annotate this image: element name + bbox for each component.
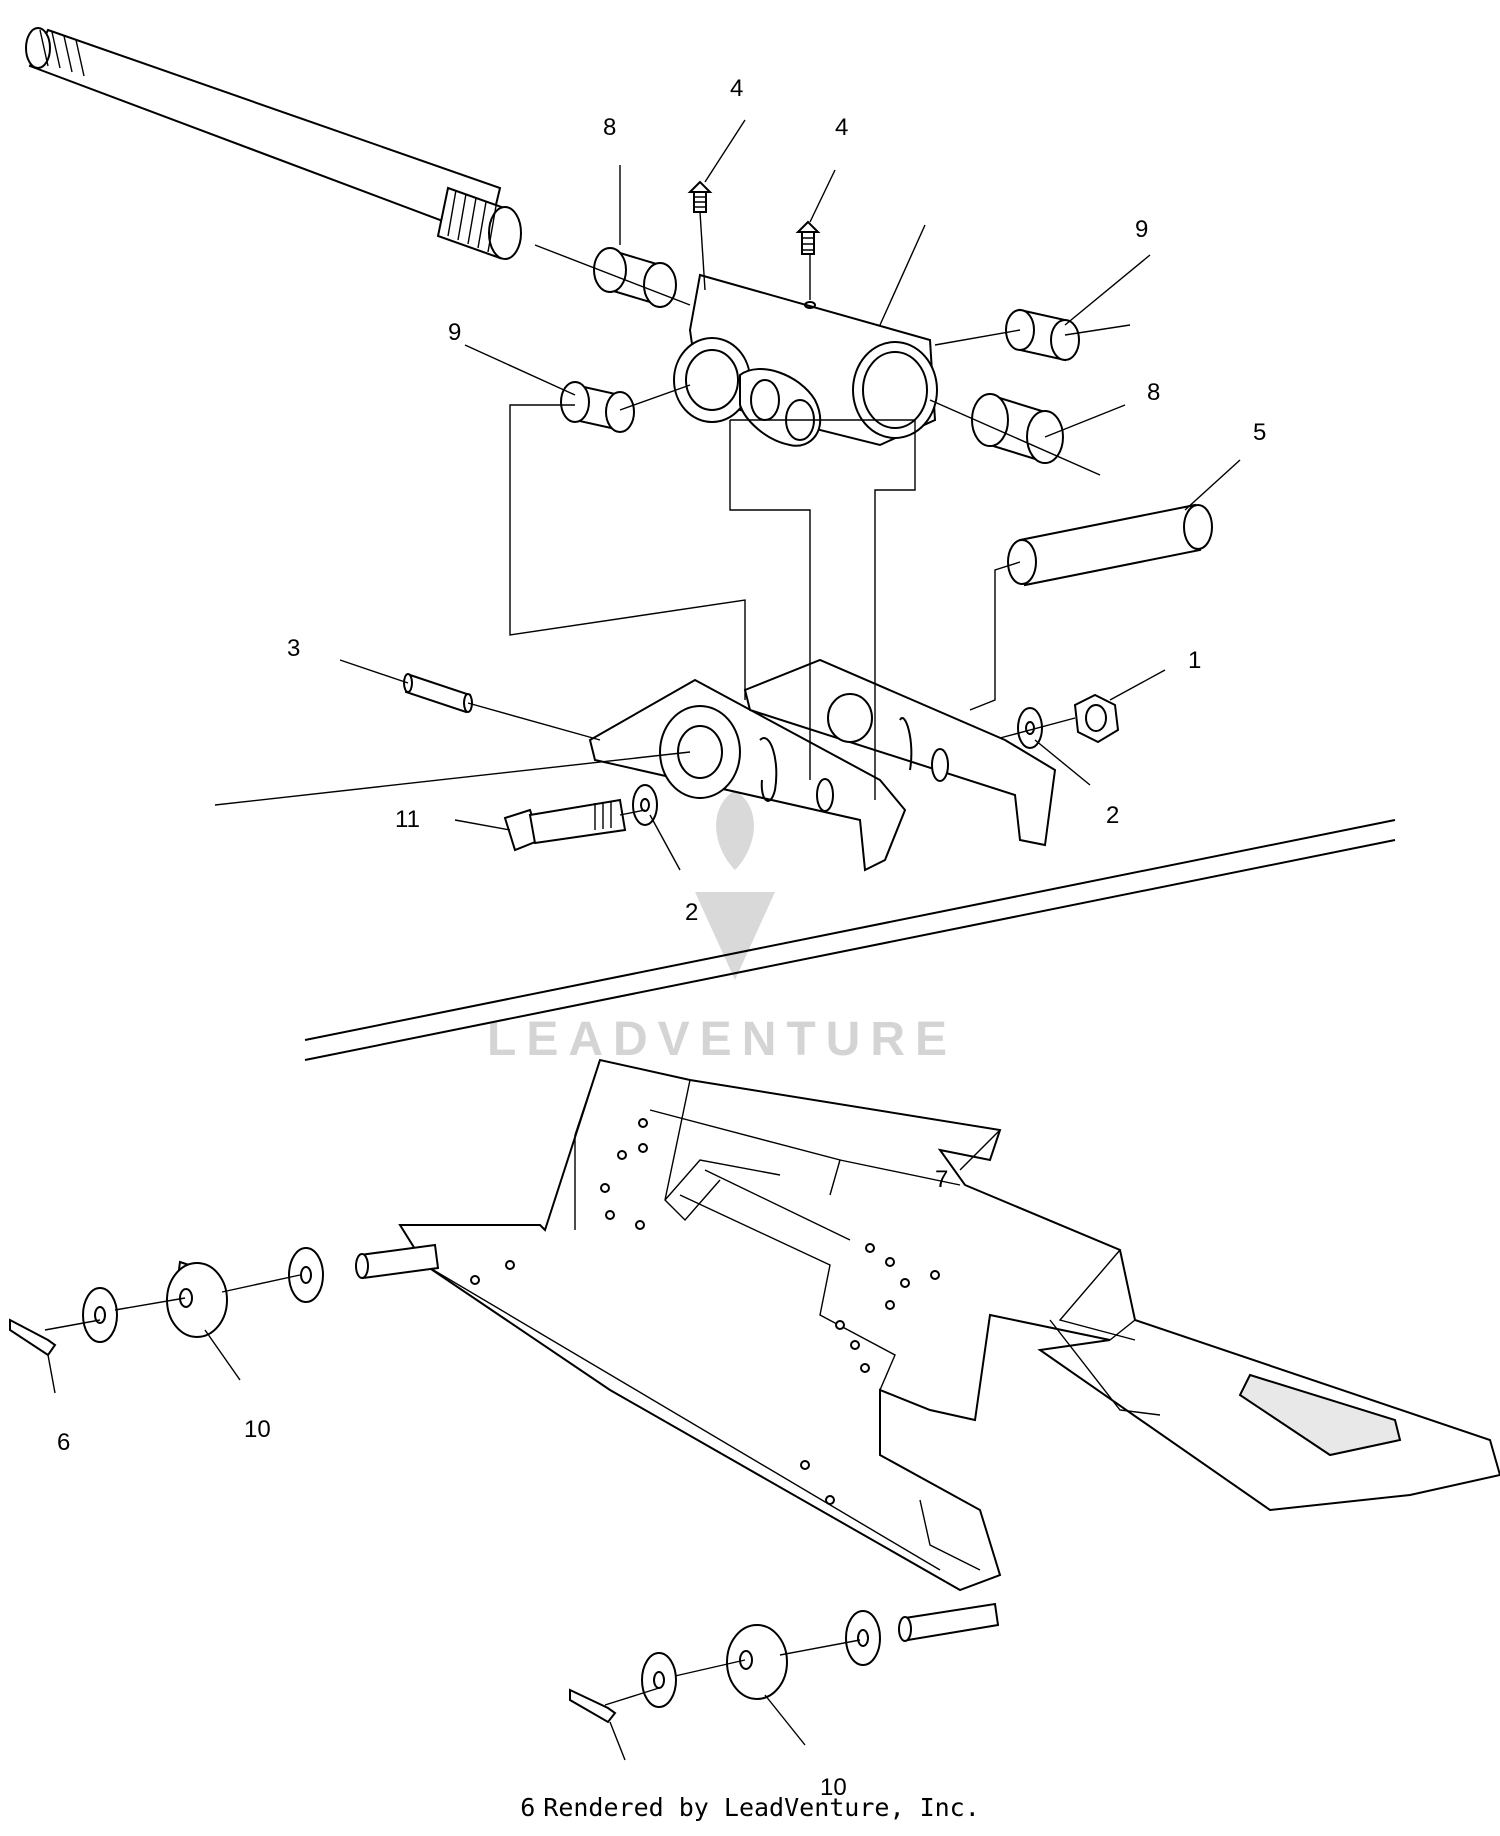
frame-part (398, 1058, 1500, 1592)
shaft-part (25, 27, 522, 260)
callout-11: 11 (395, 806, 420, 833)
callout-8-lower: 8 (1147, 379, 1160, 406)
callout-8-upper: 8 (603, 114, 616, 141)
leader-lines (47, 119, 1241, 1761)
pin-3-part (403, 673, 473, 714)
watermark-text: LEADVENTURE (487, 1013, 957, 1066)
washer-2-left (632, 784, 658, 826)
left-roller-stack (9, 1243, 440, 1357)
leadventure-watermark: LEADVENTURE (487, 790, 957, 1066)
callout-7: 7 (935, 1166, 948, 1193)
callout-9-left: 9 (448, 319, 461, 346)
nut-1-part (1073, 693, 1120, 744)
callout-2-right: 2 (1106, 802, 1119, 829)
assembly-axis-lines (214, 244, 1396, 1061)
right-roller-stack (569, 1602, 1000, 1724)
mount-bracket-part (588, 658, 1057, 872)
grease-fitting-right (795, 220, 821, 255)
callout-9-right: 9 (1135, 216, 1148, 243)
bushing-9-left (560, 381, 635, 433)
pin-5-part (1007, 503, 1213, 587)
callout-6-left: 6 (57, 1429, 70, 1456)
callout-10-left: 10 (244, 1416, 271, 1443)
callout-2-left: 2 (685, 899, 698, 926)
footer-credit: Rendered by LeadVenture, Inc. (543, 1793, 980, 1822)
bushing-8-upper (593, 247, 677, 308)
bolt-11-part (503, 798, 627, 852)
callout-6-right: 6 (520, 1793, 536, 1822)
callout-5: 5 (1253, 419, 1266, 446)
pivot-block-part (673, 273, 938, 447)
callout-10-right: 10 (820, 1774, 847, 1801)
grease-fitting-left (687, 180, 713, 213)
washer-2-right (1017, 707, 1043, 749)
callout-4-left: 4 (730, 75, 743, 102)
callout-1: 1 (1188, 647, 1201, 674)
callout-3: 3 (287, 635, 300, 662)
callout-4-right: 4 (835, 114, 848, 141)
callout-labels: 1 2 2 3 4 4 5 6 7 8 8 9 9 10 10 11 (57, 75, 1266, 1801)
